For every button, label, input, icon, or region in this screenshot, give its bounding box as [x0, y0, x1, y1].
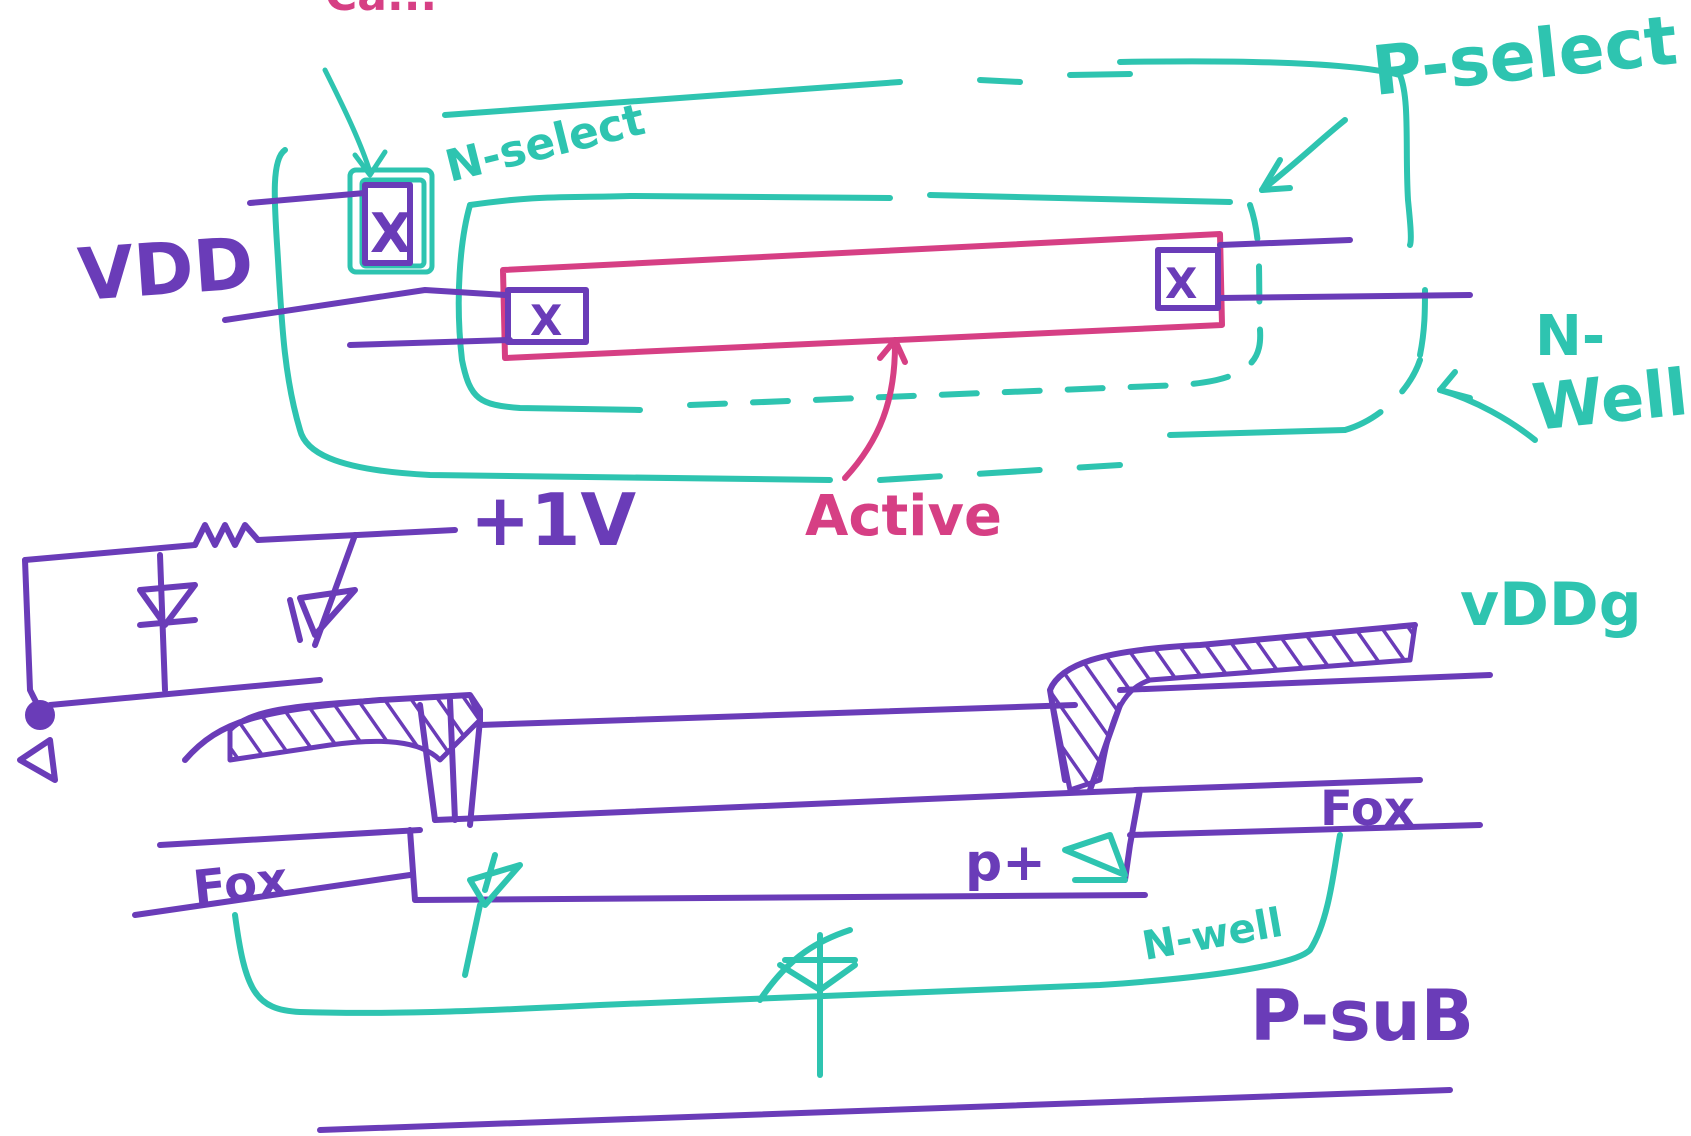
schematic	[17, 522, 458, 783]
contact-x-vdd: X	[370, 202, 412, 265]
p-select-label: P-select	[1369, 1, 1681, 112]
n-well-cross-section	[232, 832, 1343, 1078]
n-well-label-line2: Well	[1529, 356, 1691, 446]
p-sub-label: P-suB	[1250, 975, 1474, 1057]
vdd-contact	[362, 182, 413, 266]
active-contact-left	[505, 287, 589, 345]
n-well-label-line1: N-	[1535, 304, 1605, 369]
n-well-lower-label: N-well	[1139, 900, 1286, 970]
n-well-arrow	[1437, 369, 1538, 443]
contact-x-right: X	[1165, 259, 1197, 308]
top-partial-label: Ca...	[325, 0, 437, 21]
hatched-gate-left	[227, 692, 483, 763]
n-select-box	[322, 67, 435, 275]
active-contact-right	[1155, 247, 1221, 311]
p-plus-label: p+	[965, 833, 1046, 893]
active-region	[500, 231, 1225, 481]
contact-marks: X X X	[370, 202, 1197, 345]
p-select-outline	[442, 58, 1414, 413]
vddg-label: vDDg	[1460, 570, 1642, 640]
metal-lines-top	[222, 190, 1473, 348]
fox-right-label: Fox	[1320, 781, 1415, 837]
vdd-label: VDD	[75, 221, 256, 317]
hatched-gate-right	[1047, 622, 1418, 793]
contact-x-left: X	[530, 296, 562, 345]
fox-left-label: Fox	[190, 851, 290, 917]
active-label: Active	[805, 484, 1002, 549]
plus-1v-label: +1V	[470, 478, 636, 562]
p-select-arrow	[1259, 117, 1348, 193]
